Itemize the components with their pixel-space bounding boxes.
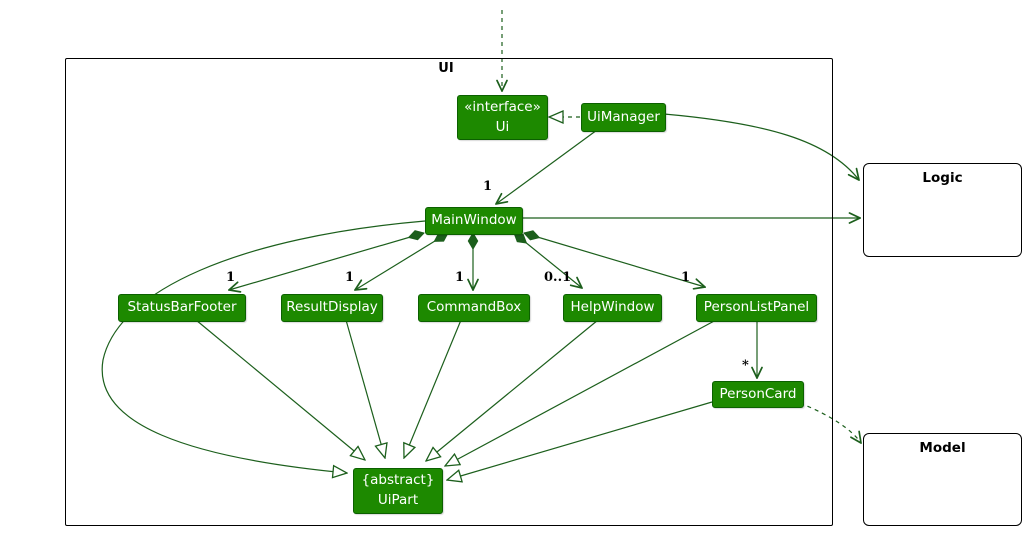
multiplicity-personlistpanel: 1 xyxy=(681,270,691,285)
class-statusbarfooter-name: StatusBarFooter xyxy=(127,299,237,316)
component-model-label: Model xyxy=(919,440,966,456)
class-personcard-name: PersonCard xyxy=(719,385,797,402)
edge-statusbarfooter-extends-uipart xyxy=(195,319,365,460)
edge-personlistpanel-extends-uipart xyxy=(445,319,717,466)
edge-mainwindow-extends-uipart xyxy=(101,220,426,473)
ui-package-frame xyxy=(65,58,833,526)
edge-commandbox-extends-uipart xyxy=(404,319,462,458)
class-personlistpanel: PersonListPanel xyxy=(696,294,817,322)
class-uimanager-name: UiManager xyxy=(587,108,660,125)
edge-mainwindow-composes-resultdisplay xyxy=(355,233,448,290)
class-mainwindow-name: MainWindow xyxy=(431,212,517,229)
class-statusbarfooter: StatusBarFooter xyxy=(118,294,246,322)
multiplicity-commandbox: 1 xyxy=(455,270,465,285)
class-ui-interface-name: Ui xyxy=(495,118,510,135)
edge-resultdisplay-extends-uipart xyxy=(345,319,385,458)
component-model: Model xyxy=(863,433,1022,526)
multiplicity-personcard: * xyxy=(742,358,749,373)
class-commandbox: CommandBox xyxy=(418,294,530,322)
edge-personcard-extends-uipart xyxy=(447,401,713,480)
multiplicity-helpwindow: 0..1 xyxy=(544,270,572,285)
class-ui-interface-stereotype: «interface» xyxy=(464,98,541,115)
class-uipart-name: UiPart xyxy=(377,492,419,508)
class-resultdisplay-name: ResultDisplay xyxy=(286,299,378,316)
class-uipart: {abstract} UiPart xyxy=(353,468,443,514)
class-uimanager: UiManager xyxy=(581,103,666,132)
edge-uimanager-to-logic xyxy=(663,113,859,180)
class-resultdisplay: ResultDisplay xyxy=(281,294,383,322)
class-commandbox-name: CommandBox xyxy=(426,299,522,316)
component-logic-label: Logic xyxy=(922,170,963,186)
multiplicity-resultdisplay: 1 xyxy=(345,270,355,285)
class-mainwindow: MainWindow xyxy=(425,207,523,235)
class-helpwindow: HelpWindow xyxy=(563,294,662,322)
multiplicity-mainwindow: 1 xyxy=(483,179,493,194)
class-ui-interface: «interface» Ui xyxy=(457,95,548,140)
edge-mainwindow-composes-personlistpanel xyxy=(524,233,705,287)
edge-personcard-to-model xyxy=(799,402,861,443)
class-uipart-stereotype: {abstract} xyxy=(361,472,435,489)
edge-uimanager-to-mainwindow xyxy=(496,129,598,204)
class-personlistpanel-name: PersonListPanel xyxy=(703,299,810,316)
class-personcard: PersonCard xyxy=(712,381,804,408)
ui-package-label: UI xyxy=(438,61,454,76)
class-helpwindow-name: HelpWindow xyxy=(570,299,655,316)
component-logic: Logic xyxy=(863,163,1022,257)
multiplicity-statusbarfooter: 1 xyxy=(226,270,236,285)
edge-helpwindow-extends-uipart xyxy=(426,319,599,461)
